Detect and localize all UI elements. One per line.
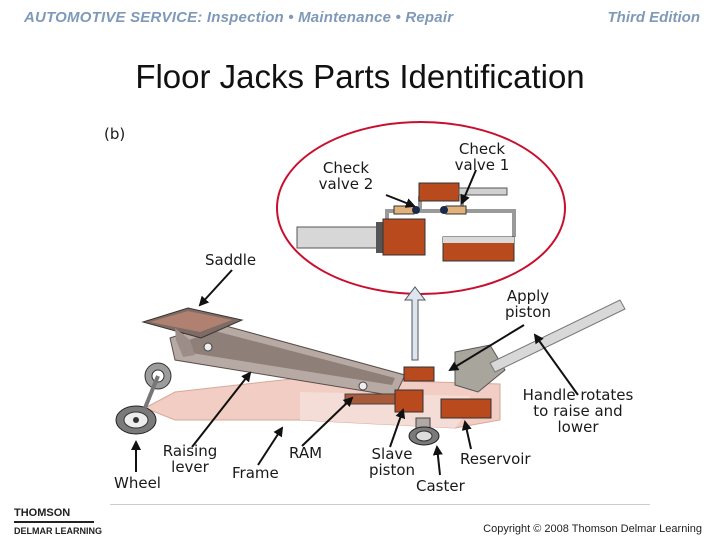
caster bbox=[408, 417, 440, 446]
label-handle-line2: to raise and bbox=[533, 402, 623, 420]
label-raising-lever: Raising lever bbox=[152, 443, 228, 475]
raising-lever bbox=[169, 322, 406, 397]
label-ram: RAM bbox=[289, 444, 323, 462]
label-check-valve-1-line2: valve 1 bbox=[454, 156, 510, 174]
saddle bbox=[141, 307, 244, 357]
label-slave-piston: Slave piston bbox=[360, 446, 424, 478]
label-slave-piston-line2: piston bbox=[368, 461, 416, 479]
handle bbox=[454, 299, 626, 393]
label-caster: Caster bbox=[416, 477, 465, 495]
label-apply-piston: Apply piston bbox=[496, 288, 560, 320]
pointer-arrows bbox=[131, 169, 579, 476]
label-check-valve-2: Check valve 2 bbox=[306, 160, 386, 192]
ram bbox=[344, 366, 435, 413]
wheel bbox=[115, 405, 157, 435]
label-saddle: Saddle bbox=[205, 251, 257, 269]
label-apply-piston-line2: piston bbox=[504, 303, 552, 321]
label-slave-piston-line1: Slave bbox=[371, 445, 413, 463]
hydraulic-inset bbox=[276, 121, 566, 295]
label-handle-line1: Handle rotates bbox=[522, 386, 634, 404]
footer-divider bbox=[110, 504, 650, 505]
publisher-logo: THOMSON DELMAR LEARNING bbox=[14, 506, 102, 538]
callout-arrow bbox=[403, 286, 427, 361]
reservoir bbox=[440, 398, 492, 419]
label-frame: Frame bbox=[232, 464, 279, 482]
panel-label: (b) bbox=[104, 125, 126, 143]
edition-label: Third Edition bbox=[607, 9, 700, 26]
label-raising-lever-line1: Raising bbox=[162, 442, 218, 460]
slide-title: Floor Jacks Parts Identification bbox=[135, 58, 585, 95]
label-reservoir: Reservoir bbox=[460, 450, 531, 468]
label-check-valve-1-line1: Check bbox=[458, 140, 506, 158]
check-valve-2-icon bbox=[393, 205, 420, 215]
label-handle: Handle rotates to raise and lower bbox=[506, 387, 650, 435]
label-check-valve-2-line2: valve 2 bbox=[318, 175, 374, 193]
copyright-text: Copyright © 2008 Thomson Delmar Learning bbox=[483, 523, 702, 535]
logo-top: THOMSON bbox=[14, 507, 71, 519]
label-wheel: Wheel bbox=[114, 474, 161, 492]
logo-divider bbox=[14, 521, 94, 523]
label-apply-piston-line1: Apply bbox=[506, 287, 550, 305]
slide-header: AUTOMOTIVE SERVICE: Inspection • Mainten… bbox=[0, 0, 720, 36]
label-check-valve-1: Check valve 1 bbox=[442, 141, 522, 173]
book-title: AUTOMOTIVE SERVICE: Inspection • Mainten… bbox=[24, 9, 454, 26]
logo-bottom: DELMAR LEARNING bbox=[14, 526, 102, 536]
label-check-valve-2-line1: Check bbox=[322, 159, 370, 177]
label-raising-lever-line2: lever bbox=[171, 458, 209, 476]
label-handle-line3: lower bbox=[557, 418, 599, 436]
check-valve-1-icon bbox=[440, 205, 467, 215]
